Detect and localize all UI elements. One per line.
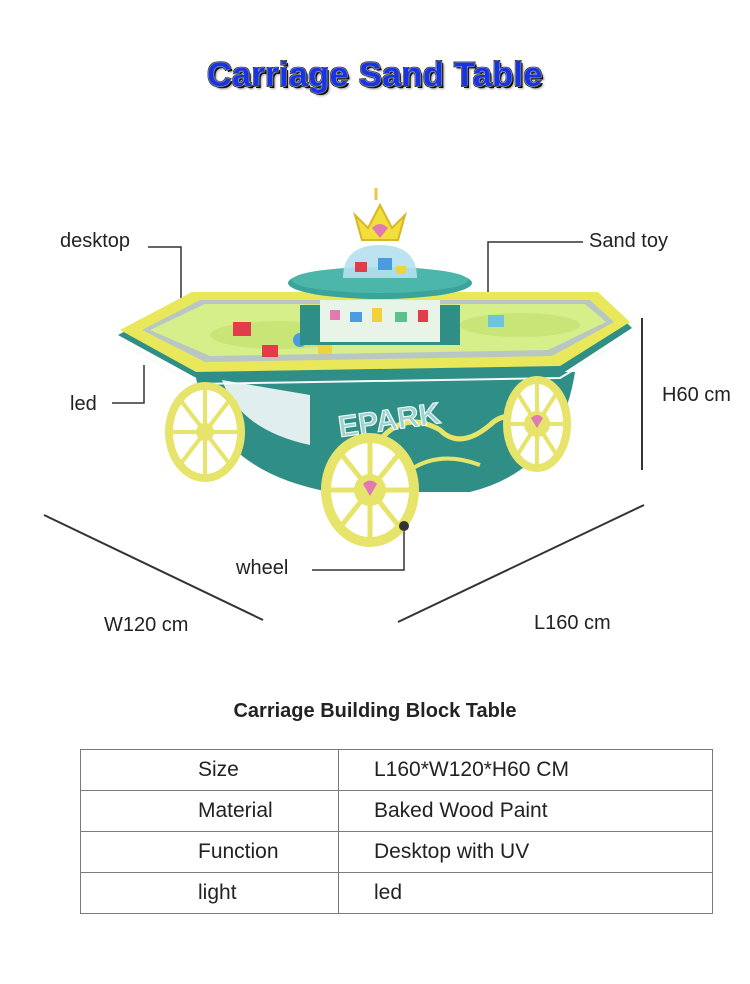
page-title: Carriage Sand Table — [207, 56, 543, 94]
spec-table: Size L160*W120*H60 CM Material Baked Woo… — [80, 749, 713, 914]
spec-value: L160*W120*H60 CM — [338, 749, 713, 791]
sand-toy-label: Sand toy — [589, 230, 668, 252]
wheel-leader-line — [312, 528, 405, 571]
wheel-back-left — [165, 382, 245, 482]
table-row: Material Baked Wood Paint — [80, 790, 713, 832]
table-row: light led — [80, 872, 713, 914]
table-row: Size L160*W120*H60 CM — [80, 749, 713, 791]
wheel-back-right — [503, 376, 571, 472]
carriage-sand-table-image: EPARK — [118, 188, 632, 547]
length-dimension-line — [397, 504, 645, 623]
length-label: L160 cm — [534, 612, 611, 634]
spec-value: Desktop with UV — [338, 831, 713, 873]
led-leader-line — [112, 365, 145, 404]
product-diagram: EPARK — [43, 188, 645, 623]
desktop-label: desktop — [60, 230, 131, 252]
crown-icon — [353, 188, 407, 241]
product-subtitle: Carriage Building Block Table — [233, 700, 517, 722]
width-dimension-line — [43, 514, 264, 621]
led-label: led — [70, 393, 97, 415]
spec-key: Size — [80, 749, 339, 791]
spec-value: led — [338, 872, 713, 914]
spec-key: light — [80, 872, 339, 914]
spec-key: Material — [80, 790, 339, 832]
table-row: Function Desktop with UV — [80, 831, 713, 873]
spec-value: Baked Wood Paint — [338, 790, 713, 832]
width-label: W120 cm — [104, 614, 189, 636]
wheel-front — [321, 433, 419, 547]
wheel-label: wheel — [236, 557, 289, 579]
spec-key: Function — [80, 831, 339, 873]
height-label: H60 cm — [662, 384, 731, 406]
